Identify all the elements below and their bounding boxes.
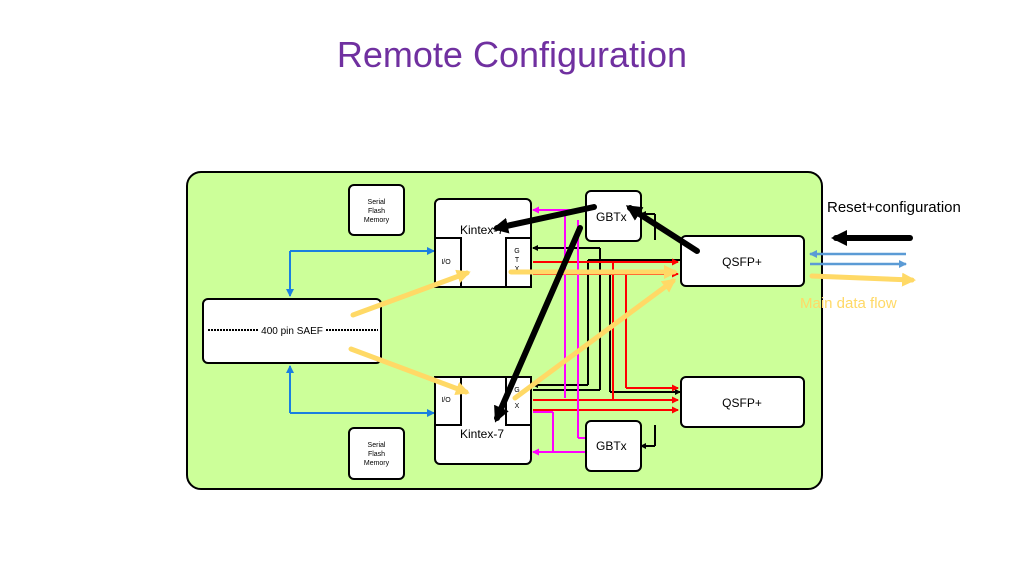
blue-links <box>286 247 435 417</box>
svg-text:GBTx: GBTx <box>596 439 627 453</box>
kintex-bottom: I/O G X Kintex-7 <box>434 376 532 465</box>
gbtx-top: GBTx <box>585 190 642 242</box>
serial-flash-bottom: Serial Flash Memory <box>348 427 405 480</box>
serial-flash-top: Serial Flash Memory <box>348 184 405 236</box>
legend-data-label: Main data flow <box>800 295 897 312</box>
svg-text:QSFP+: QSFP+ <box>722 396 762 410</box>
black-links <box>532 211 681 449</box>
svg-text:I/O: I/O <box>441 259 451 266</box>
svg-text:Memory: Memory <box>364 217 390 224</box>
svg-text:Flash: Flash <box>368 208 385 215</box>
svg-text:Flash: Flash <box>368 451 385 458</box>
external-links <box>809 250 907 268</box>
svg-text:Kintex-7: Kintex-7 <box>460 427 504 441</box>
svg-text:X: X <box>515 403 520 410</box>
svg-text:Memory: Memory <box>364 460 390 467</box>
svg-text:QSFP+: QSFP+ <box>722 255 762 269</box>
svg-text:I/O: I/O <box>441 397 451 404</box>
svg-text:G: G <box>514 387 519 394</box>
slide-title: Remote Configuration <box>336 34 688 75</box>
saef-connector: 400 pin SAEF <box>202 298 382 364</box>
gbtx-bottom: GBTx <box>585 420 642 472</box>
svg-text:T: T <box>515 257 520 264</box>
qsfp-top: QSFP+ <box>680 235 805 287</box>
svg-text:Serial: Serial <box>368 199 386 206</box>
data-flow-arrows <box>348 265 916 401</box>
legend-reset-label: Reset+configuration <box>827 199 961 216</box>
reset-config-arrows <box>492 204 913 423</box>
qsfp-bottom: QSFP+ <box>680 376 805 428</box>
svg-text:G: G <box>514 248 519 255</box>
svg-text:Serial: Serial <box>368 442 386 449</box>
svg-text:400 pin SAEF: 400 pin SAEF <box>261 326 323 337</box>
svg-text:GBTx: GBTx <box>596 210 627 224</box>
